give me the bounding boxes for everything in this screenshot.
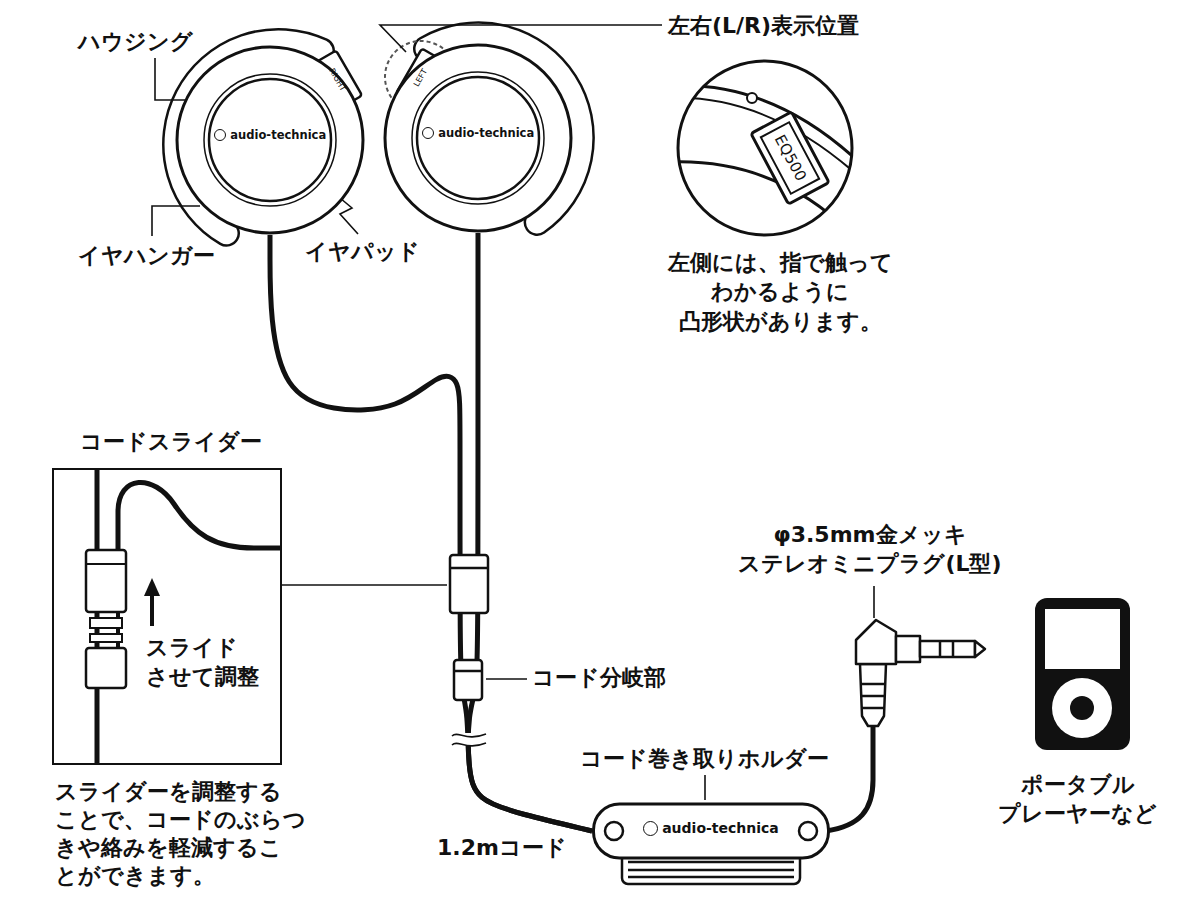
plug-cord <box>826 724 873 831</box>
stereo-mini-plug <box>861 683 885 686</box>
hanger-closeup <box>670 86 865 248</box>
connector-group <box>270 233 592 831</box>
leader-line <box>380 25 662 52</box>
inset-heading: コードスライダー <box>80 428 262 456</box>
cord-junction <box>454 660 482 700</box>
part-label: 左右(L/R)表示位置 <box>668 12 859 40</box>
leader-line <box>152 206 200 236</box>
hanger-band <box>670 86 865 248</box>
l-tag-outer <box>751 112 829 204</box>
cord-slider <box>450 555 488 613</box>
stereo-mini-plug <box>975 641 985 657</box>
holder-body <box>594 804 829 858</box>
l-tag-raised <box>761 122 819 194</box>
stereo-mini-plug <box>861 695 885 698</box>
stereo-mini-plug <box>860 664 886 726</box>
junction-block <box>86 648 126 688</box>
holder-clip <box>628 876 794 879</box>
part-label: イヤハンガー <box>78 242 215 270</box>
holder-clip <box>628 869 794 872</box>
stereo-mini-plug <box>856 620 896 664</box>
stereo-mini-plug <box>856 620 985 726</box>
cord-hole <box>799 822 817 840</box>
dimension-label: 1.2mコード <box>437 834 567 862</box>
housing-disc <box>209 79 331 201</box>
stereo-mini-plug <box>920 641 975 657</box>
stereo-mini-plug <box>896 636 920 662</box>
portable-player <box>1035 598 1130 750</box>
detail-circle <box>678 61 852 235</box>
ear-pad <box>177 47 363 233</box>
cord <box>95 470 100 763</box>
stereo-mini-plug <box>952 641 955 657</box>
logo-row: audio-technica <box>383 126 573 140</box>
brand-logo: audio-technica <box>662 820 779 838</box>
stereo-mini-plug <box>862 707 884 710</box>
part-label: イヤパッド <box>305 238 420 266</box>
cord-break-mark <box>452 734 486 737</box>
note: 左側には、指で触って わかるように 凸形状があります。 <box>655 248 905 336</box>
tag-dot <box>747 93 757 103</box>
device-label: ポータブル プレーヤーなど <box>990 770 1165 829</box>
cord <box>270 235 592 831</box>
cord-break-mark <box>452 733 486 746</box>
cord <box>118 482 280 550</box>
cord-junction <box>454 660 482 700</box>
housing-ring <box>204 74 336 206</box>
side-mark: RIGHT <box>326 67 347 94</box>
part-label: コード分岐部 <box>532 664 666 692</box>
portable-player <box>1045 609 1120 669</box>
slide-arrow <box>150 592 154 626</box>
part-label: φ3.5mm金メッキ ステレオミニプラグ(L型) <box>715 520 1025 579</box>
note: スライダーを調整する ことで、コードのぶらつ きや絡みを軽減するこ とができます… <box>55 778 317 890</box>
logo-icon <box>643 821 658 836</box>
brand-logo: audio-technica <box>230 128 326 142</box>
slider-block <box>86 550 126 612</box>
cord-slider <box>450 567 488 570</box>
housing-ring <box>412 72 544 204</box>
leader-line <box>152 25 874 800</box>
slider-ring <box>90 634 122 642</box>
detail-shape <box>675 58 855 238</box>
leader-line <box>873 586 875 618</box>
slider-node: コードスライダースライド させて調整 <box>52 468 282 765</box>
logo-icon <box>422 127 435 140</box>
portable-player <box>1035 598 1130 750</box>
cord-junction <box>454 670 482 673</box>
cord <box>116 610 120 650</box>
stereo-mini-plug <box>939 641 942 657</box>
cord-break-mark <box>452 743 486 746</box>
part-label: ハウジング <box>78 28 193 56</box>
slider-shape <box>54 470 284 767</box>
ear-hanger <box>176 35 582 234</box>
l-tag <box>751 112 829 204</box>
cord-hole <box>605 822 623 840</box>
slider-ring <box>90 618 122 628</box>
portable-player <box>1070 696 1094 720</box>
holder-node: audio-technica <box>592 802 830 860</box>
slide-instruction: スライド させて調整 <box>146 634 269 691</box>
plug-cord <box>826 724 873 831</box>
logo-row: audio-technica <box>592 820 830 838</box>
holder-clip <box>628 861 794 864</box>
cord-slider <box>450 555 488 613</box>
slide-arrow <box>144 578 160 596</box>
logo-row: audio-technica <box>175 128 365 142</box>
leader-line <box>704 775 706 800</box>
housing-node: audio-technica <box>383 43 573 233</box>
leader-line <box>282 584 447 586</box>
ear-pad <box>385 45 571 231</box>
brand-logo: audio-technica <box>438 126 534 140</box>
portable-player <box>1052 678 1112 738</box>
slider-block <box>86 563 126 565</box>
housing-disc <box>417 77 539 199</box>
logo-icon <box>214 129 227 142</box>
leader-line <box>486 678 527 680</box>
side-mark: LEFT <box>412 67 430 88</box>
detail-node: EQ500 <box>675 58 855 238</box>
cord <box>468 233 592 831</box>
part-label: コード巻き取りホルダー <box>580 745 829 773</box>
